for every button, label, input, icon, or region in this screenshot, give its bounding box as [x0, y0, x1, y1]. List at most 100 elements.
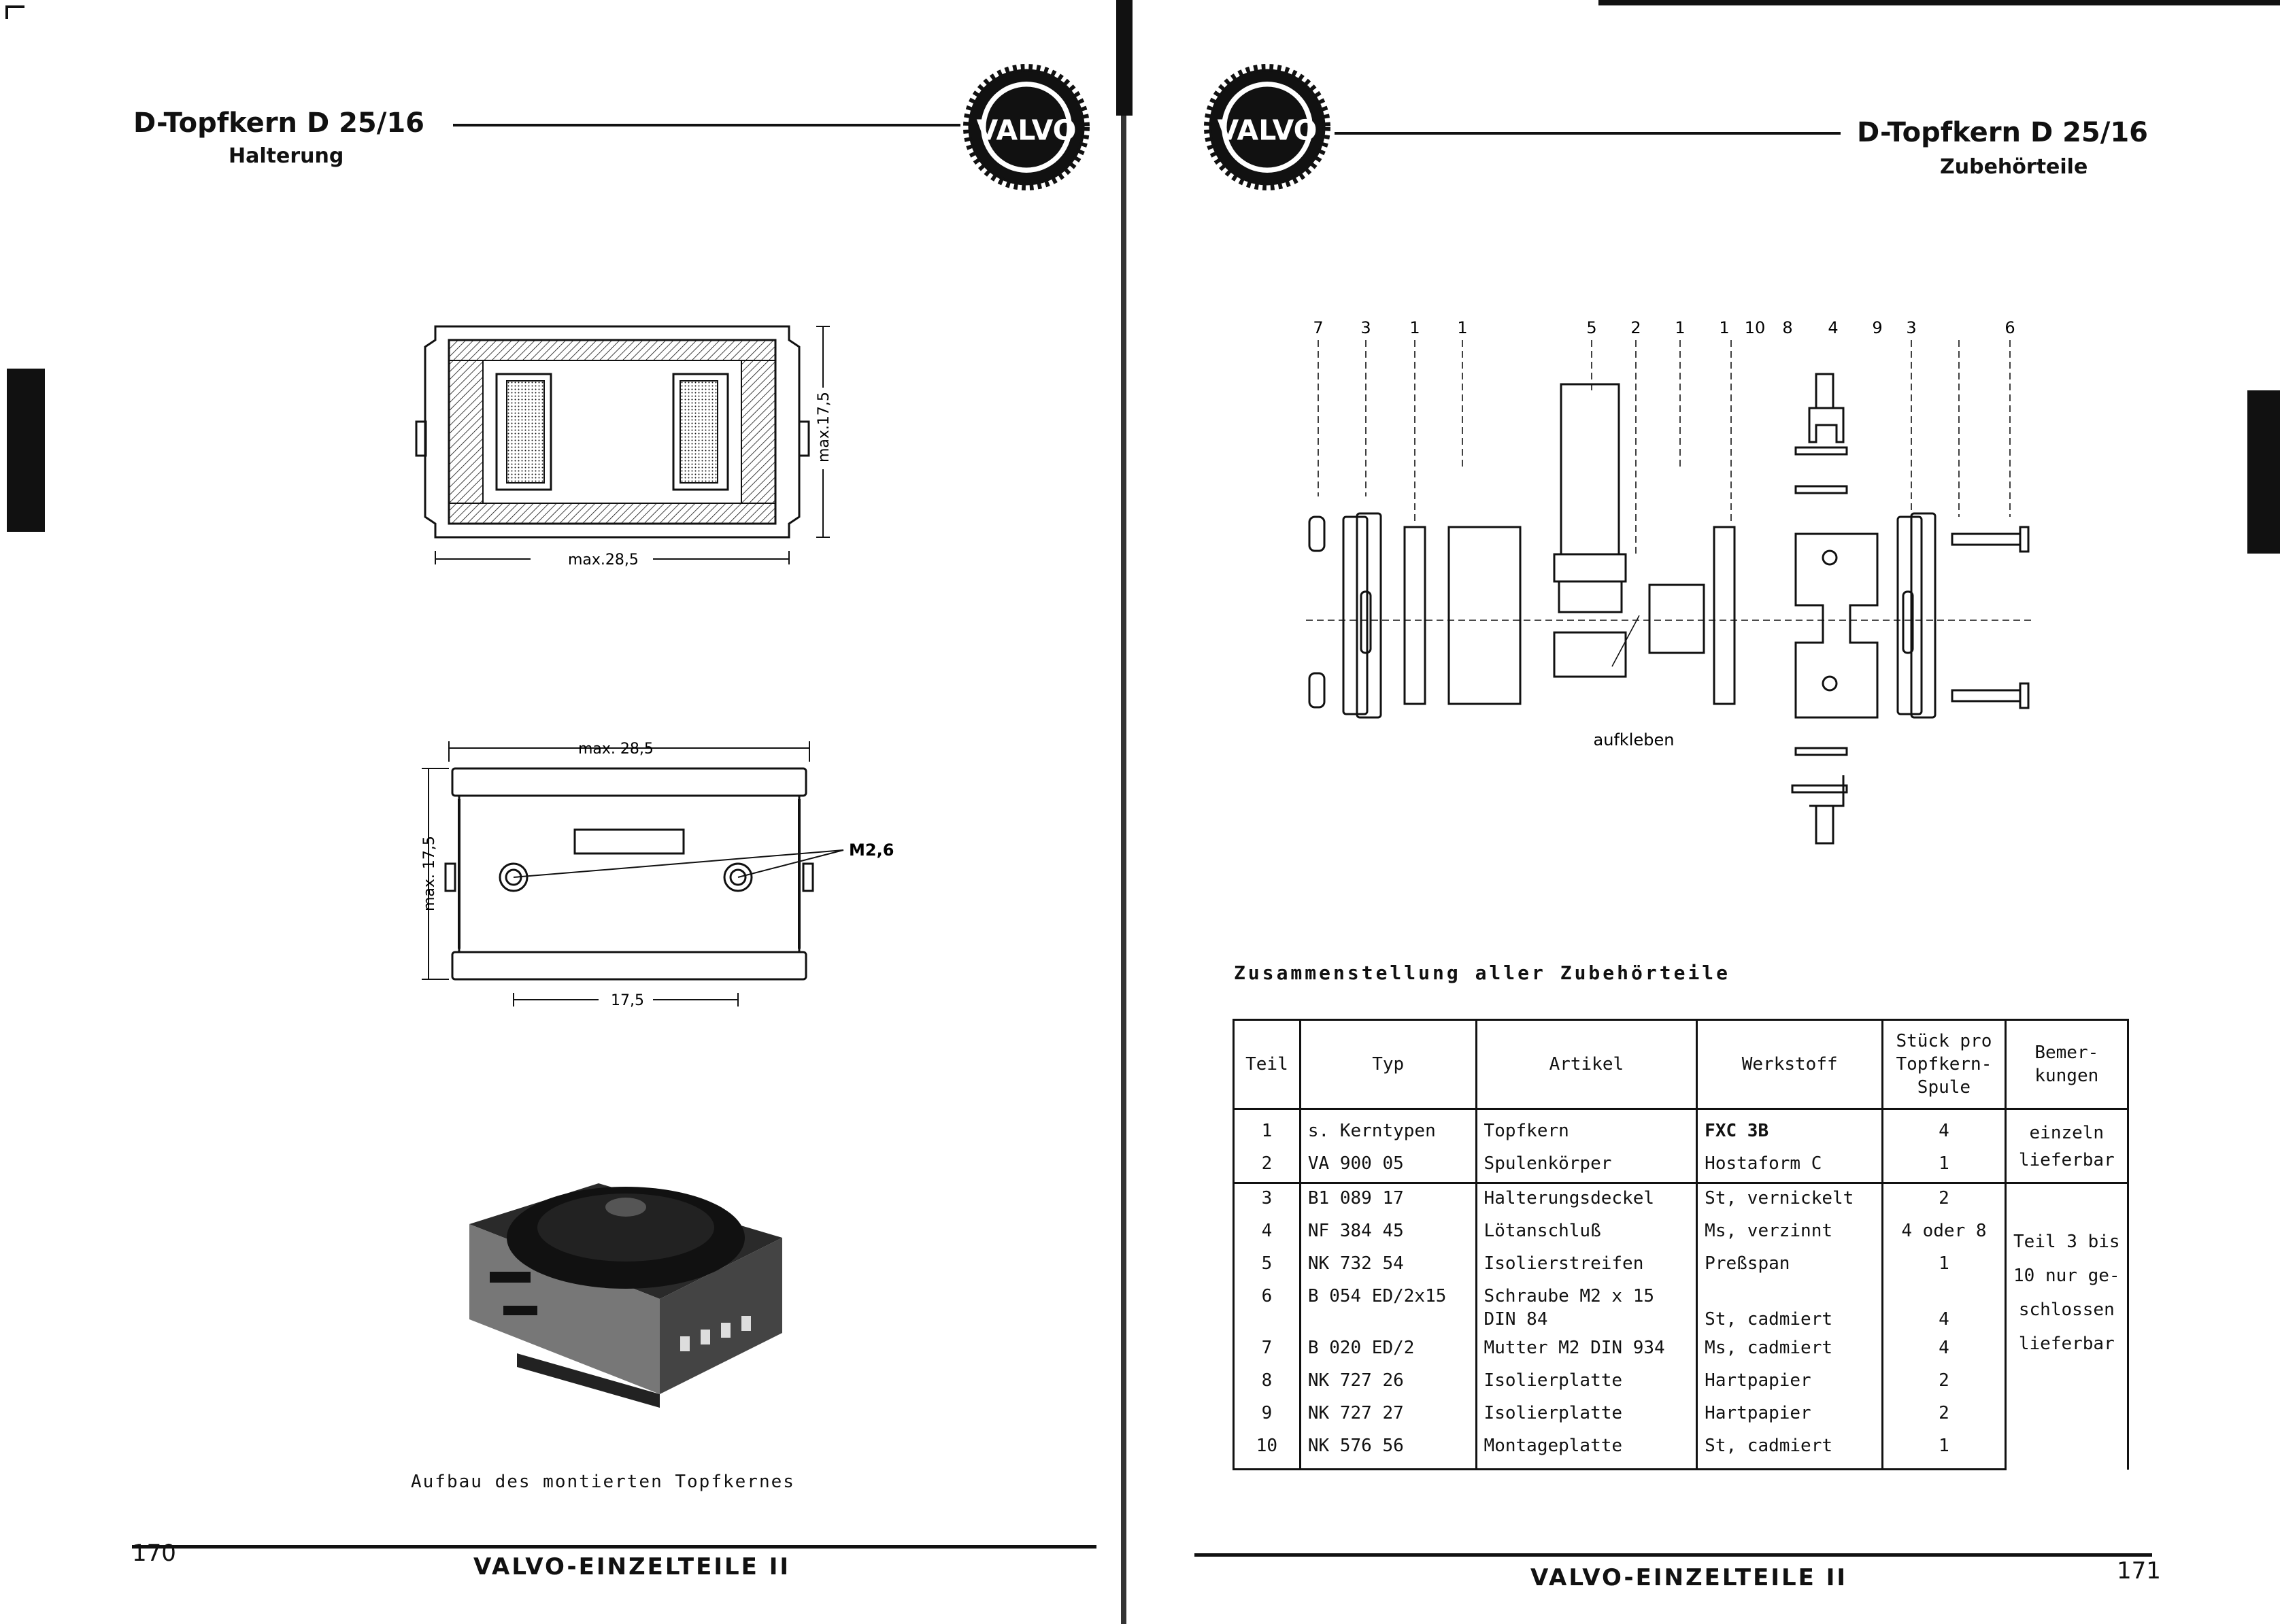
cell-werkstoff: Ms, verzinnt — [1696, 1217, 1884, 1249]
cell-werkstoff: FXC 3B — [1696, 1109, 1884, 1149]
hole-spacing: 17,5 — [611, 992, 644, 1009]
table-row: 8 NK 727 26 Isolierplatte Hartpapier 2 — [1233, 1366, 2128, 1399]
table-row: 10 NK 576 56 Montageplatte St, cadmiert … — [1233, 1432, 2128, 1470]
corner-mark-h — [5, 5, 24, 8]
cell-remark-2: Teil 3 bis 10 nur ge-schlossen lieferbar — [2004, 1183, 2130, 1470]
logo-text: VALVO — [977, 114, 1077, 147]
table-row: 2 VA 900 05 Spulenkörper Hostaform C 1 — [1233, 1149, 2128, 1184]
note-aufkleben: aufkleben — [1594, 730, 1675, 749]
part-label: 5 — [1586, 318, 1596, 337]
table-row: 4 NF 384 45 Lötanschluß Ms, verzinnt 4 o… — [1233, 1217, 2128, 1249]
part-label: 6 — [2005, 318, 2015, 337]
left-footer: VALVO-EINZELTEILE II — [473, 1553, 791, 1580]
right-header-title: D-Topfkern D 25/16 — [1857, 117, 2149, 148]
dim-height-mid: max. 17,5 — [421, 836, 438, 911]
cell-stueck: 1 — [1881, 1149, 2007, 1184]
cell-artikel: Isolierplatte — [1475, 1366, 1698, 1399]
dim-width-mid: max. 28,5 — [578, 741, 654, 758]
cell-artikel: Spulenkörper — [1475, 1149, 1698, 1184]
cell-teil: 1 — [1233, 1109, 1301, 1149]
part-label: 10 — [1745, 318, 1766, 337]
cell-artikel: Schraube M2 x 15 DIN 84 — [1475, 1282, 1698, 1334]
left-header-title: D-Topfkern D 25/16 — [133, 107, 425, 139]
cell-artikel: Topfkern — [1475, 1109, 1698, 1149]
cell-artikel: Montageplatte — [1475, 1432, 1698, 1470]
col-bemerkungen: Bemer-kungen — [2004, 1019, 2130, 1110]
gutter-line — [1116, 0, 1133, 116]
cell-typ: NF 384 45 — [1298, 1217, 1477, 1249]
part-label: 2 — [1630, 318, 1641, 337]
cell-teil: 2 — [1233, 1149, 1301, 1184]
cell-stueck: 1 — [1881, 1432, 2007, 1470]
part-label: 3 — [1360, 318, 1371, 337]
part-label: 1 — [1675, 318, 1685, 337]
cell-typ: NK 732 54 — [1298, 1249, 1477, 1282]
corner-mark — [5, 5, 8, 19]
cell-teil: 4 — [1233, 1217, 1301, 1249]
table-row: 6 B 054 ED/2x15 Schraube M2 x 15 DIN 84 … — [1233, 1282, 2128, 1334]
cell-artikel: Lötanschluß — [1475, 1217, 1698, 1249]
cell-remark-1: einzeln lieferbar — [2004, 1109, 2130, 1184]
photo-caption: Aufbau des montierten Topfkernes — [411, 1472, 795, 1492]
right-footer-rule — [1194, 1553, 2152, 1557]
part-label: 1 — [1457, 318, 1467, 337]
logo-text: VALVO — [1218, 114, 1318, 147]
cell-werkstoff: Ms, cadmiert — [1696, 1334, 1884, 1366]
valvo-logo-right: VALVO — [1204, 64, 1330, 190]
cell-werkstoff: St, cadmiert — [1696, 1282, 1884, 1334]
cell-artikel: Halterungsdeckel — [1475, 1183, 1698, 1217]
cell-stueck: 4 — [1881, 1109, 2007, 1149]
left-page-number: 170 — [132, 1540, 176, 1567]
cell-stueck: 4 — [1881, 1282, 2007, 1334]
part-label: 1 — [1719, 318, 1729, 337]
cell-stueck: 2 — [1881, 1183, 2007, 1217]
col-typ: Typ — [1298, 1019, 1477, 1110]
right-header-subtitle: Zubehörteile — [1940, 155, 2088, 179]
cell-stueck: 1 — [1881, 1249, 2007, 1282]
cell-typ: B 054 ED/2x15 — [1298, 1282, 1477, 1334]
table-header-row: Teil Typ Artikel Werkstoff Stück pro Top… — [1233, 1019, 2130, 1110]
cell-typ: B 020 ED/2 — [1298, 1334, 1477, 1366]
col-werkstoff: Werkstoff — [1696, 1019, 1884, 1110]
col-stueck: Stück pro Topfkern-Spule — [1881, 1019, 2007, 1110]
part-label: 3 — [1906, 318, 1916, 337]
right-edge-mark — [2247, 390, 2280, 554]
valvo-logo-left: VALVO — [963, 64, 1090, 190]
col-teil: Teil — [1233, 1019, 1301, 1110]
right-page-number: 171 — [2117, 1557, 2161, 1585]
cell-artikel: Isolierplatte — [1475, 1399, 1698, 1432]
part-label: 9 — [1872, 318, 1882, 337]
left-footer-rule — [132, 1545, 1096, 1549]
col-artikel: Artikel — [1475, 1019, 1698, 1110]
gutter-line-lower — [1121, 116, 1126, 1624]
dim-width-top: max.28,5 — [568, 552, 639, 569]
assembled-core-photo — [469, 1183, 782, 1408]
cell-typ: NK 727 26 — [1298, 1366, 1477, 1399]
cell-teil: 5 — [1233, 1249, 1301, 1282]
cell-typ: NK 576 56 — [1298, 1432, 1477, 1470]
table-row: 5 NK 732 54 Isolierstreifen Preßspan 1 — [1233, 1249, 2128, 1282]
cell-artikel: Isolierstreifen — [1475, 1249, 1698, 1282]
drawing-section-view: max.28,5 max.17,5 — [415, 325, 833, 569]
thread-label: M2,6 — [849, 841, 894, 860]
part-label: 4 — [1828, 318, 1838, 337]
cell-werkstoff: Hartpapier — [1696, 1366, 1884, 1399]
part-label: 7 — [1313, 318, 1323, 337]
cell-typ: s. Kerntypen — [1298, 1109, 1477, 1149]
cell-werkstoff: Preßspan — [1696, 1249, 1884, 1282]
top-rule-right — [1598, 0, 2280, 5]
cell-stueck: 4 — [1881, 1334, 2007, 1366]
cell-artikel: Mutter M2 DIN 934 — [1475, 1334, 1698, 1366]
cell-werkstoff: St, vernickelt — [1696, 1183, 1884, 1217]
cell-typ: VA 900 05 — [1298, 1149, 1477, 1184]
cell-stueck: 2 — [1881, 1366, 2007, 1399]
cell-teil: 3 — [1233, 1183, 1301, 1217]
cell-teil: 10 — [1233, 1432, 1301, 1470]
table-row: 1 s. Kerntypen Topfkern FXC 3B 4 einzeln… — [1233, 1109, 2130, 1184]
left-header-subtitle: Halterung — [229, 144, 344, 168]
cell-teil: 7 — [1233, 1334, 1301, 1366]
cell-typ: B1 089 17 — [1298, 1183, 1477, 1217]
part-label: 1 — [1409, 318, 1420, 337]
cell-werkstoff: Hartpapier — [1696, 1399, 1884, 1432]
